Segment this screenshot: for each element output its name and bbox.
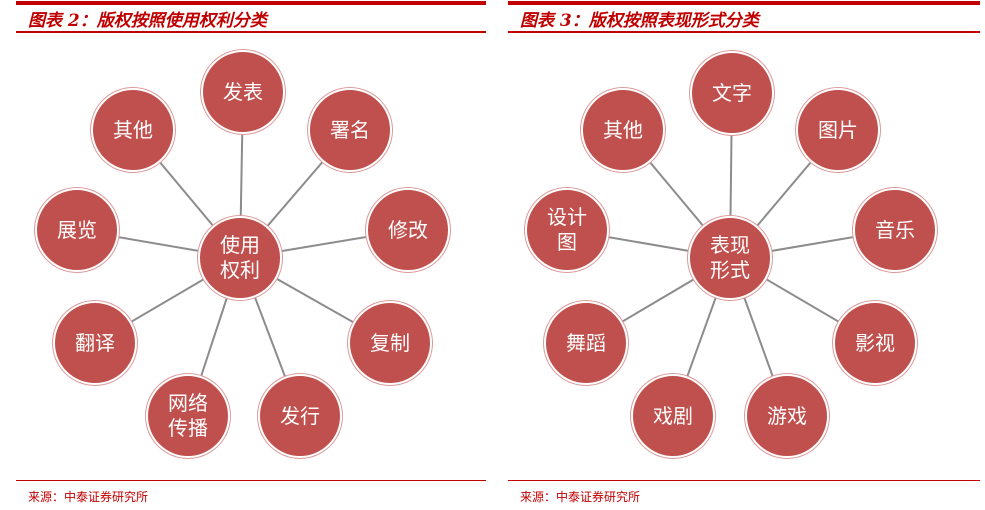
category-node: 影视	[833, 301, 917, 385]
right-bottom-rule	[508, 480, 980, 481]
category-node: 发行	[258, 374, 342, 458]
center-node: 表现 形式	[688, 216, 772, 300]
category-node: 网络 传播	[146, 374, 230, 458]
center-node: 使用 权利	[198, 216, 282, 300]
figure-2-source: 来源：中泰证券研究所	[28, 490, 149, 504]
category-node: 图片	[796, 88, 880, 172]
category-node: 署名	[308, 88, 392, 172]
category-node: 舞蹈	[544, 301, 628, 385]
category-node: 发表	[201, 50, 285, 134]
category-node: 其他	[581, 88, 665, 172]
category-node: 设计 图	[525, 188, 609, 272]
right-title-rule	[508, 31, 980, 33]
category-node: 翻译	[53, 301, 137, 385]
right-top-rule	[508, 1, 980, 5]
category-node: 修改	[366, 188, 450, 272]
left-top-rule	[16, 1, 486, 5]
category-node: 游戏	[745, 374, 829, 458]
figure-2-title: 图表 2：版权按照使用权利分类	[28, 11, 267, 31]
category-node: 展览	[35, 188, 119, 272]
category-node: 音乐	[853, 188, 937, 272]
figure-3-source: 来源：中泰证券研究所	[520, 490, 641, 504]
category-node: 文字	[690, 51, 774, 135]
category-node: 复制	[348, 301, 432, 385]
left-title-rule	[16, 31, 486, 33]
category-node: 其他	[91, 88, 175, 172]
category-node: 戏剧	[631, 374, 715, 458]
figure-3-title: 图表 3：版权按照表现形式分类	[520, 11, 759, 31]
left-bottom-rule	[16, 480, 486, 481]
